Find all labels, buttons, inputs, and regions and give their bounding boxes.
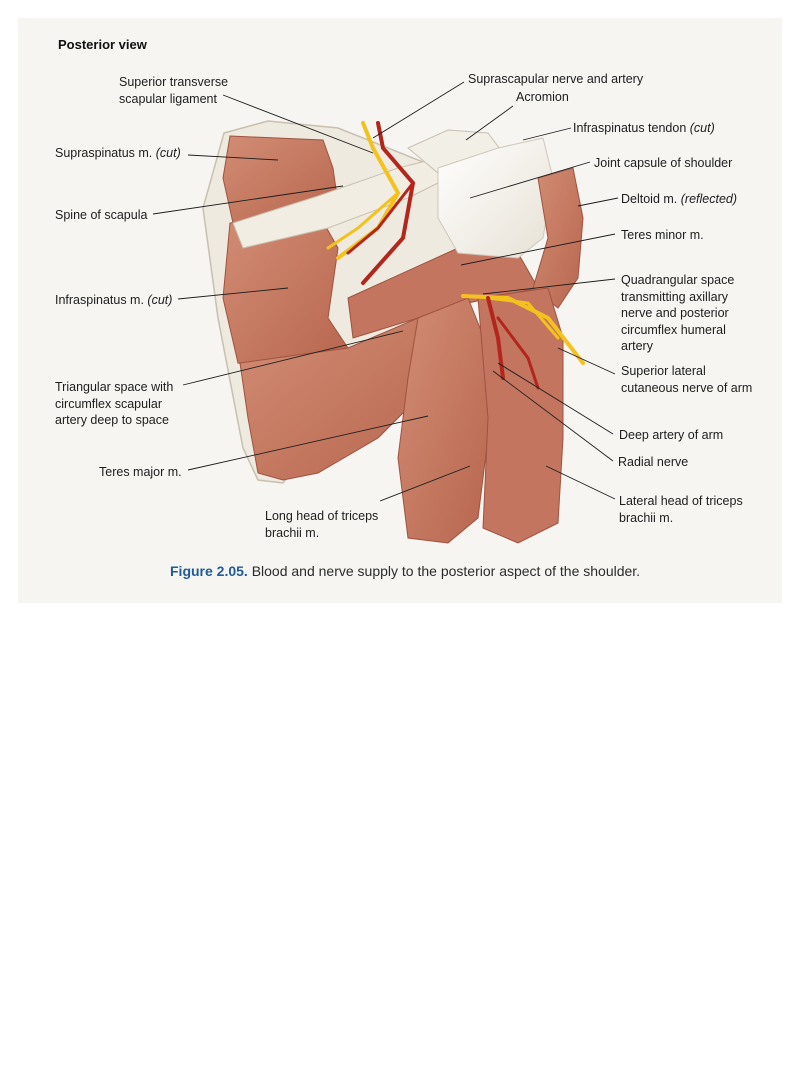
label-quadrangular-space: Quadrangular space transmitting axillary…	[621, 273, 735, 353]
label-triangular-space: Triangular space with circumflex scapula…	[55, 380, 174, 427]
label-acromion: Acromion	[516, 90, 569, 104]
label-lateral-head-triceps: Lateral head of triceps brachii m.	[619, 494, 743, 525]
label-long-head-triceps: Long head of triceps brachii m.	[265, 509, 379, 540]
label-deltoid-main: Deltoid m.	[621, 192, 681, 206]
label-joint-capsule: Joint capsule of shoulder	[594, 156, 733, 170]
label-supraspinatus-note: (cut)	[155, 146, 181, 160]
label-supraspinatus-main: Supraspinatus m.	[55, 146, 156, 160]
view-title: Posterior view	[58, 37, 147, 52]
label-radial-nerve: Radial nerve	[618, 455, 689, 469]
deltoid-muscle	[532, 167, 584, 309]
caption-text: Blood and nerve supply to the posterior …	[247, 563, 641, 579]
label-superior-transverse-ligament: Superior transverse scapular ligament	[119, 75, 229, 106]
label-infraspinatus: Infraspinatus m. (cut)	[55, 292, 172, 309]
label-superior-lateral-cutaneous-nerve: Superior lateral cutaneous nerve of arm	[621, 364, 753, 395]
long-head-triceps	[397, 297, 489, 544]
label-deltoid: Deltoid m. (reflected)	[621, 191, 737, 208]
label-infraspinatus-main: Infraspinatus m.	[55, 293, 148, 307]
anatomy-figure: Posterior view Superior transverse scapu…	[18, 18, 782, 603]
label-supraspinatus: Supraspinatus m. (cut)	[55, 145, 181, 162]
arteries	[346, 121, 540, 390]
label-deltoid-note: (reflected)	[680, 192, 738, 206]
shoulder-illustration	[152, 81, 619, 544]
label-infraspinatus-tendon: Infraspinatus tendon (cut)	[573, 120, 715, 137]
leader-lines	[152, 81, 619, 502]
label-teres-major: Teres major m.	[99, 465, 182, 479]
label-infraspinatus-tendon-main: Infraspinatus tendon	[573, 121, 690, 135]
lateral-head-triceps	[477, 287, 564, 544]
label-spine-of-scapula: Spine of scapula	[55, 208, 148, 222]
figure-caption: Figure 2.05. Blood and nerve supply to t…	[170, 563, 640, 579]
caption-number: Figure 2.05.	[170, 563, 248, 579]
label-infraspinatus-tendon-note: (cut)	[689, 121, 715, 135]
joint-capsule	[437, 137, 554, 259]
label-teres-minor: Teres minor m.	[621, 228, 704, 242]
label-deep-artery-of-arm: Deep artery of arm	[619, 428, 724, 442]
label-suprascapular-nerve: Suprascapular nerve and artery	[468, 72, 644, 86]
label-infraspinatus-note: (cut)	[147, 293, 173, 307]
